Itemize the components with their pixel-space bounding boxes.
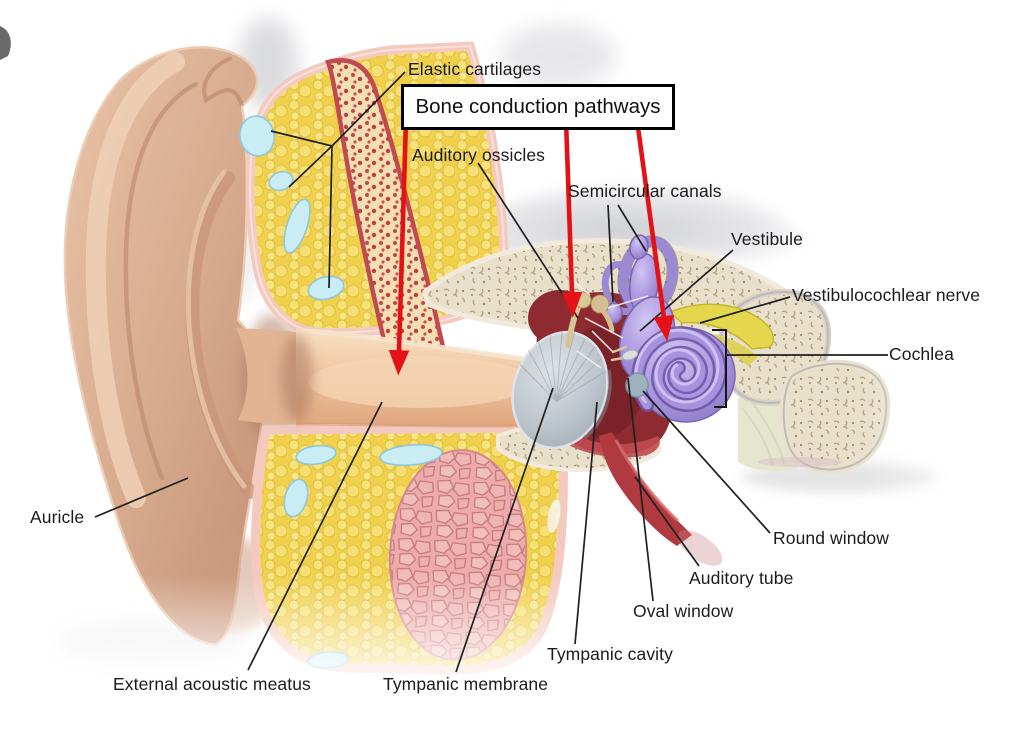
ossicle-ligaments [570,278,649,369]
label-auricle: Auricle [30,507,85,527]
label-oval-window: Oval window [633,601,734,621]
bone-conduction-pathways-label: Bone conduction pathways [415,95,661,118]
pointer-auricle [94,477,189,518]
pointer-semicircular-canals [607,204,647,303]
oval-window-shape [621,349,639,361]
label-tympanic-membrane: Tympanic membrane [383,674,549,694]
pointer-external-acoustic-meatus [247,401,383,671]
label-vestibulocochlear-nerve: Vestibulocochlear nerve [792,285,981,305]
pointer-tympanic-membrane [455,387,554,673]
elastic-cartilage-blobs [239,115,345,301]
label-auditory-ossicles: Auditory ossicles [412,145,546,165]
label-tympanic-cavity: Tympanic cavity [547,644,673,664]
ear-canal [281,327,550,428]
pointer-vestibulocochlear-nerve [699,296,791,324]
label-vestibule: Vestibule [731,229,803,249]
bone-conduction-arrow-3 [634,119,675,342]
auditory-tube-shape [599,432,723,566]
pointer-oval-window [627,377,654,602]
bone-conduction-arrow-2 [561,119,583,318]
fade-bottom [0,575,1024,738]
bone-conduction-arrows [388,119,675,376]
bone-conduction-pathways-box: Bone conduction pathways [401,84,675,130]
corner-mark [0,26,11,60]
label-cochlea: Cochlea [889,344,954,364]
label-semicircular-canals: Semicircular canals [568,181,722,201]
pointer-round-window [642,390,771,534]
round-window-shape [625,372,649,398]
pointer-tympanic-cavity [574,401,598,645]
pointer-auditory-ossicles [477,162,579,319]
label-round-window: Round window [773,528,889,548]
pointer-lines [94,71,888,673]
fade-right [860,240,1024,520]
pointer-auditory-tube [634,476,700,567]
bone-conduction-arrow-1 [388,119,410,376]
cochlea-bracket [712,329,727,408]
pointer-elastic-cartilages [270,71,406,289]
label-auditory-tube: Auditory tube [689,568,794,588]
tympanic-membrane-shape [511,330,612,450]
label-external-acoustic-meatus: External acoustic meatus [113,674,311,694]
label-elastic-cartilages: Elastic cartilages [408,59,542,79]
